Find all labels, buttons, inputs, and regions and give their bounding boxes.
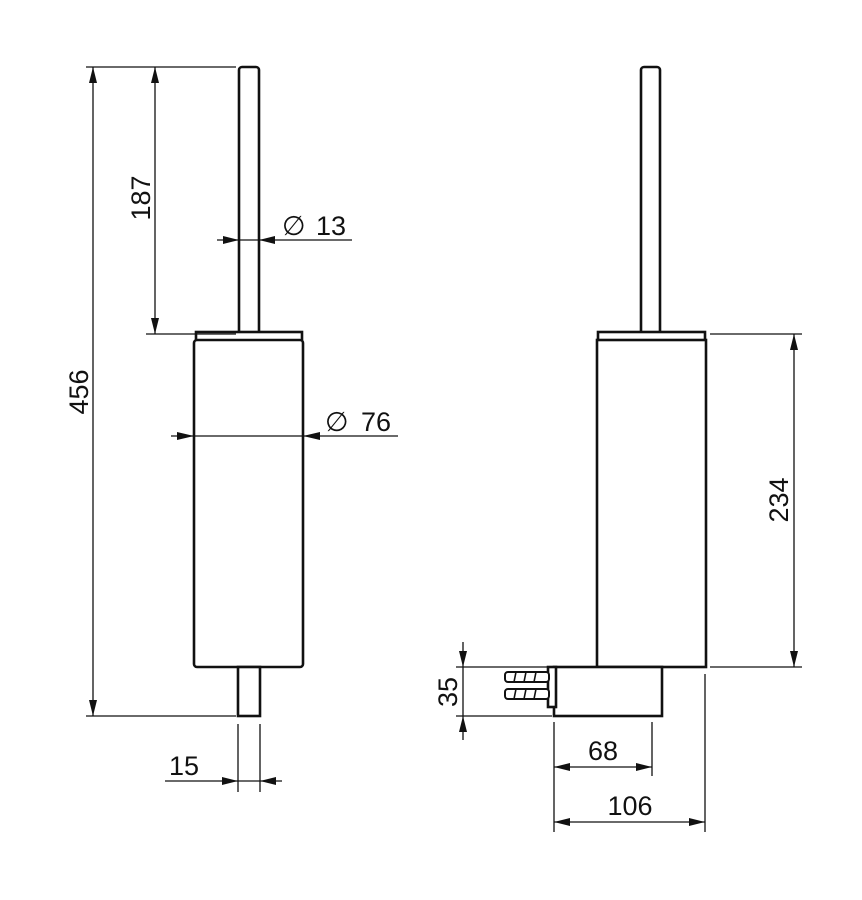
arrow-head [689,818,705,826]
arrow-head [223,236,239,244]
dimension-holder-height: 234 [710,333,802,668]
arrow-head [89,67,97,83]
front-bottom-stem [236,665,262,718]
diameter-symbol: ∅ [282,211,306,241]
front-brush-handle [237,65,261,336]
dimension-label-holder-height: 234 [764,477,794,522]
arrow-head [790,334,798,350]
arrow-head [260,777,276,785]
dimension-bracket-height: 35 [433,642,552,740]
arrow-head [459,716,467,732]
mounting-screw-upper [504,671,550,683]
arrow-head [259,236,275,244]
arrow-head [459,651,467,667]
front-container-body [192,338,305,669]
dimension-label-overall-height: 456 [64,369,94,414]
dimension-stem-width: 15 [165,724,282,792]
dimension-label-bracket-height: 35 [433,677,463,707]
arrow-head [151,67,159,83]
dimension-label-handle-length: 187 [126,175,156,220]
dimension-label-body-diameter: 76 [361,407,391,437]
arrow-head [554,818,570,826]
dimension-label-stem-width: 15 [169,751,199,781]
arrow-head [636,763,652,771]
dimension-overall-height: 456 [64,66,236,717]
front-view [192,65,305,718]
arrow-head [303,432,320,440]
arrow-head [554,763,570,771]
dimension-bracket-depth: 68 [553,722,653,832]
side-wall-bracket [552,665,664,718]
mounting-screw-lower [504,688,550,700]
arrow-head [151,318,159,334]
arrow-head [89,700,97,716]
diameter-symbol: ∅ [325,407,349,437]
dimension-label-bracket-depth: 68 [588,736,618,766]
dimension-body-diameter: ∅ 76 [171,407,398,440]
dimension-handle-length: 187 [126,67,236,335]
side-view [504,65,708,718]
side-container-body [595,338,708,669]
dimension-handle-diameter: ∅ 13 [217,211,352,244]
arrow-head [177,432,194,440]
dimension-label-handle-diameter: 13 [316,211,346,241]
arrow-head [790,651,798,667]
arrow-head [222,777,238,785]
dimension-label-wall-projection: 106 [607,791,652,821]
dimension-wall-projection: 106 [554,674,706,832]
side-brush-handle [639,65,662,336]
